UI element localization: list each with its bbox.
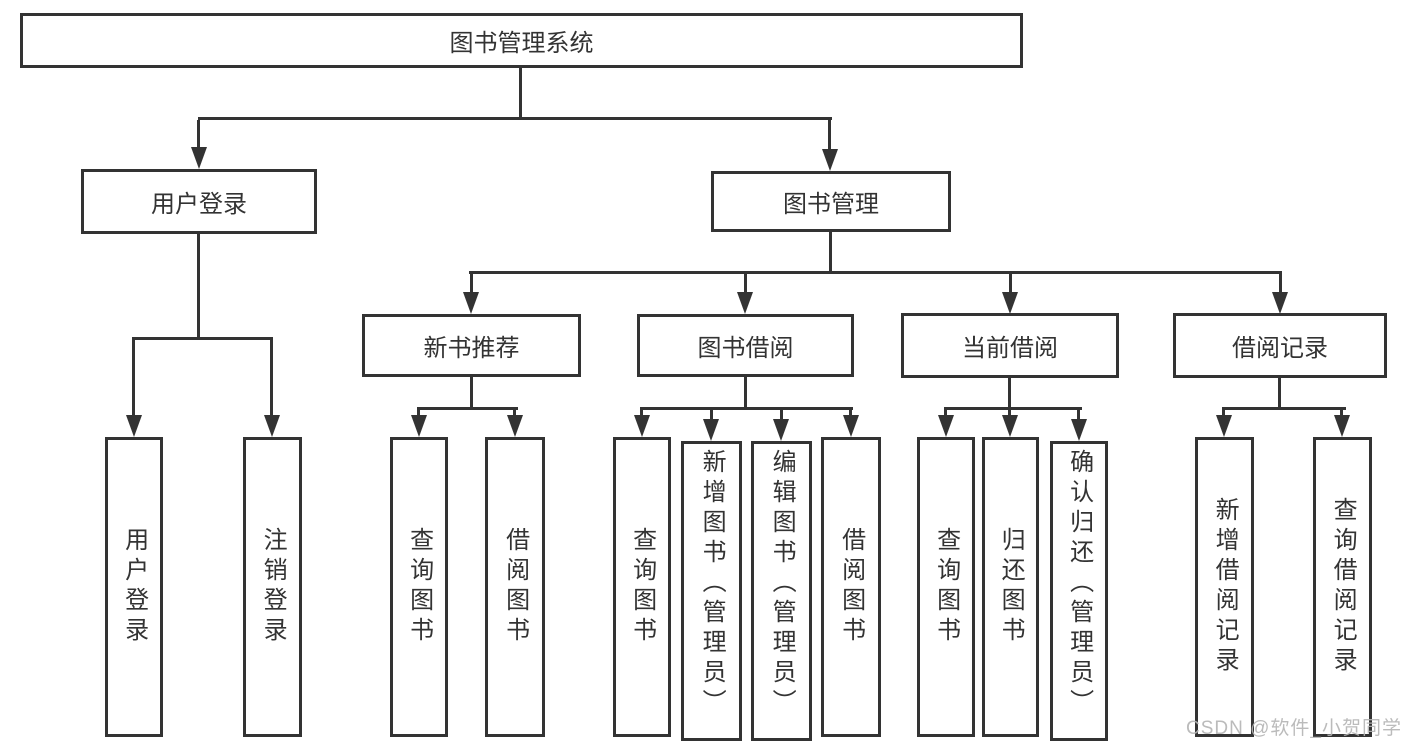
arrowhead-leaf-logout-icon — [264, 415, 280, 437]
arrowhead-new-book-rec-icon — [463, 292, 479, 314]
node-root-label: 图书管理系统 — [449, 30, 594, 57]
node-leaf-logout-label: 注销登录 — [259, 527, 287, 647]
node-leaf-bb-query-label: 查询图书 — [628, 527, 656, 647]
connector-user-login-stem — [197, 234, 200, 340]
node-book-borrow: 图书借阅 — [637, 314, 854, 377]
connector-to-user-login — [197, 120, 200, 148]
connector-to-book-mgmt — [828, 120, 831, 150]
node-book-mgmt-label: 图书管理 — [783, 191, 879, 218]
connector-book-borrow-rail — [640, 407, 853, 410]
node-leaf-cb-return-label: 归还图书 — [997, 527, 1025, 647]
arrowhead-leaf-br-query-icon — [1334, 415, 1350, 437]
connector-to-leaf-bb-borrow — [849, 410, 852, 416]
connector-user-login-rail — [132, 337, 273, 340]
node-leaf-nbr-borrow: 借阅图书 — [485, 437, 545, 737]
node-leaf-nbr-query: 查询图书 — [390, 437, 448, 737]
arrowhead-leaf-cb-return-icon — [1002, 415, 1018, 437]
node-leaf-cb-query-label: 查询图书 — [932, 527, 960, 647]
node-leaf-br-add: 新增借阅记录 — [1195, 437, 1254, 737]
connector-root-stem — [519, 68, 522, 120]
connector-to-borrow-records — [1279, 274, 1282, 292]
node-user-login-label: 用户登录 — [151, 191, 247, 218]
arrowhead-user-login-icon — [191, 147, 207, 169]
node-leaf-bb-add-label: 新增图书（管理员） — [698, 449, 726, 719]
connector-to-new-book-rec — [470, 274, 473, 292]
node-new-book-rec: 新书推荐 — [362, 314, 581, 377]
arrowhead-current-borrow-icon — [1002, 292, 1018, 314]
node-book-borrow-label: 图书借阅 — [697, 335, 794, 362]
node-leaf-nbr-query-label: 查询图书 — [405, 527, 433, 647]
node-leaf-br-query-label: 查询借阅记录 — [1329, 497, 1357, 677]
connector-to-current-borrow — [1009, 274, 1012, 292]
connector-book-mgmt-stem — [829, 232, 832, 274]
node-leaf-cb-query: 查询图书 — [917, 437, 975, 737]
node-leaf-nbr-borrow-label: 借阅图书 — [501, 527, 529, 647]
node-leaf-logout: 注销登录 — [243, 437, 302, 737]
node-leaf-cb-confirm: 确认归还（管理员） — [1050, 441, 1108, 741]
arrowhead-leaf-bb-borrow-icon — [843, 415, 859, 437]
node-book-mgmt: 图书管理 — [711, 171, 951, 232]
node-leaf-bb-borrow: 借阅图书 — [821, 437, 881, 737]
csdn-watermark: CSDN @软件_小贺同学 — [1186, 718, 1402, 739]
connector-borrow-records-rail — [1222, 407, 1346, 410]
connector-to-leaf-cb-confirm — [1077, 410, 1080, 420]
arrowhead-book-mgmt-icon — [822, 149, 838, 171]
node-user-login: 用户登录 — [81, 169, 317, 234]
arrowhead-leaf-br-add-icon — [1216, 415, 1232, 437]
arrowhead-leaf-nbr-borrow-icon — [507, 415, 523, 437]
arrowhead-leaf-bb-add-icon — [703, 419, 719, 441]
connector-to-leaf-br-add — [1222, 410, 1225, 416]
node-new-book-rec-label: 新书推荐 — [423, 335, 520, 362]
connector-level1-rail — [198, 117, 832, 120]
arrowhead-leaf-cb-confirm-icon — [1071, 419, 1087, 441]
connector-current-borrow-stem — [1008, 378, 1011, 410]
arrowhead-leaf-bb-query-icon — [634, 415, 650, 437]
connector-level2-rail — [469, 271, 1282, 274]
connector-to-leaf-nbr-borrow — [513, 410, 516, 416]
arrowhead-book-borrow-icon — [737, 292, 753, 314]
node-leaf-user-login: 用户登录 — [105, 437, 163, 737]
node-leaf-user-login-label: 用户登录 — [120, 527, 148, 647]
node-leaf-bb-edit: 编辑图书（管理员） — [751, 441, 812, 741]
node-leaf-bb-edit-label: 编辑图书（管理员） — [768, 449, 796, 719]
connector-to-leaf-logout — [270, 340, 273, 416]
node-current-borrow-label: 当前借阅 — [962, 335, 1058, 362]
connector-to-leaf-cb-query — [944, 410, 947, 416]
arrowhead-leaf-user-login-icon — [126, 415, 142, 437]
node-leaf-br-add-label: 新增借阅记录 — [1211, 497, 1239, 677]
connector-to-leaf-br-query — [1340, 410, 1343, 416]
connector-borrow-records-stem — [1278, 376, 1281, 410]
node-borrow-records: 借阅记录 — [1173, 313, 1387, 378]
node-current-borrow: 当前借阅 — [901, 313, 1119, 378]
arrowhead-leaf-nbr-query-icon — [411, 415, 427, 437]
node-leaf-bb-add: 新增图书（管理员） — [681, 441, 742, 741]
connector-to-leaf-bb-add — [710, 410, 713, 420]
connector-to-book-borrow — [744, 274, 747, 292]
arrowhead-leaf-bb-edit-icon — [773, 419, 789, 441]
node-root: 图书管理系统 — [20, 13, 1023, 68]
connector-current-borrow-rail — [944, 407, 1082, 410]
connector-new-book-rec-rail — [417, 407, 518, 410]
connector-to-leaf-cb-return — [1008, 410, 1011, 416]
arrowhead-borrow-records-icon — [1272, 292, 1288, 314]
connector-new-book-rec-stem — [470, 377, 473, 410]
connector-to-leaf-nbr-query — [417, 410, 420, 416]
node-leaf-br-query: 查询借阅记录 — [1313, 437, 1372, 737]
connector-to-leaf-bb-edit — [780, 410, 783, 420]
connector-to-leaf-bb-query — [640, 410, 643, 416]
node-leaf-bb-query: 查询图书 — [613, 437, 671, 737]
node-leaf-cb-confirm-label: 确认归还（管理员） — [1065, 449, 1093, 719]
node-borrow-records-label: 借阅记录 — [1232, 335, 1328, 362]
connector-book-borrow-stem — [744, 377, 747, 410]
node-leaf-cb-return: 归还图书 — [982, 437, 1039, 737]
connector-to-leaf-user-login — [132, 340, 135, 416]
arrowhead-leaf-cb-query-icon — [938, 415, 954, 437]
node-leaf-bb-borrow-label: 借阅图书 — [837, 527, 865, 647]
